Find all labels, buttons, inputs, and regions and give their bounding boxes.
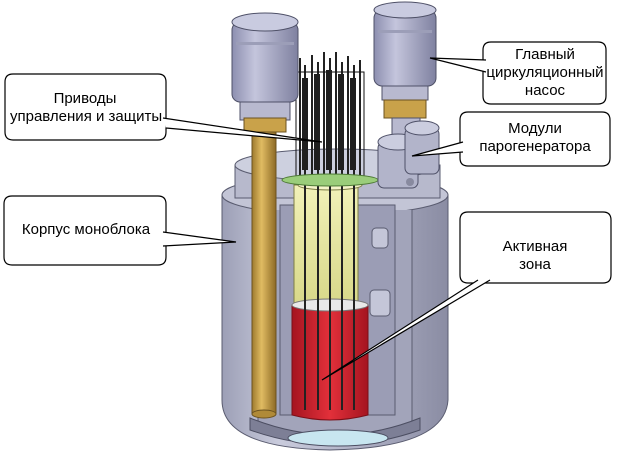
callout-vessel-box xyxy=(3,195,237,266)
label-control-drives-line1: Приводы xyxy=(53,90,117,107)
label-control-drives: Приводы управления и защиты xyxy=(10,90,163,126)
label-main-pump-line2: циркуляционный xyxy=(486,64,604,81)
label-steam-generator: Модули парогенератора xyxy=(460,120,610,156)
callout-steam-box xyxy=(411,111,611,167)
label-main-pump-line1: Главный xyxy=(515,46,575,63)
label-main-pump-line3: насос xyxy=(524,82,566,99)
callout-core-box xyxy=(321,211,612,381)
label-core: Активная зона xyxy=(460,238,610,274)
left-pump xyxy=(231,12,299,419)
label-steam-generator-line2: парогенератора xyxy=(479,138,591,155)
label-steam-generator-line1: Модули xyxy=(508,120,562,137)
label-main-pump: Главный циркуляционный насос xyxy=(483,46,607,100)
steam-generator-modules xyxy=(377,120,440,189)
label-core-line1: Активная xyxy=(502,238,568,255)
callout-drives-box xyxy=(4,73,323,143)
label-vessel: Корпус моноблока xyxy=(21,221,151,238)
callout-pump-box xyxy=(429,41,607,105)
label-core-line2: зона xyxy=(519,256,551,273)
rod-drive-block xyxy=(281,70,379,187)
label-control-drives-line2: управления и защиты xyxy=(10,108,163,125)
